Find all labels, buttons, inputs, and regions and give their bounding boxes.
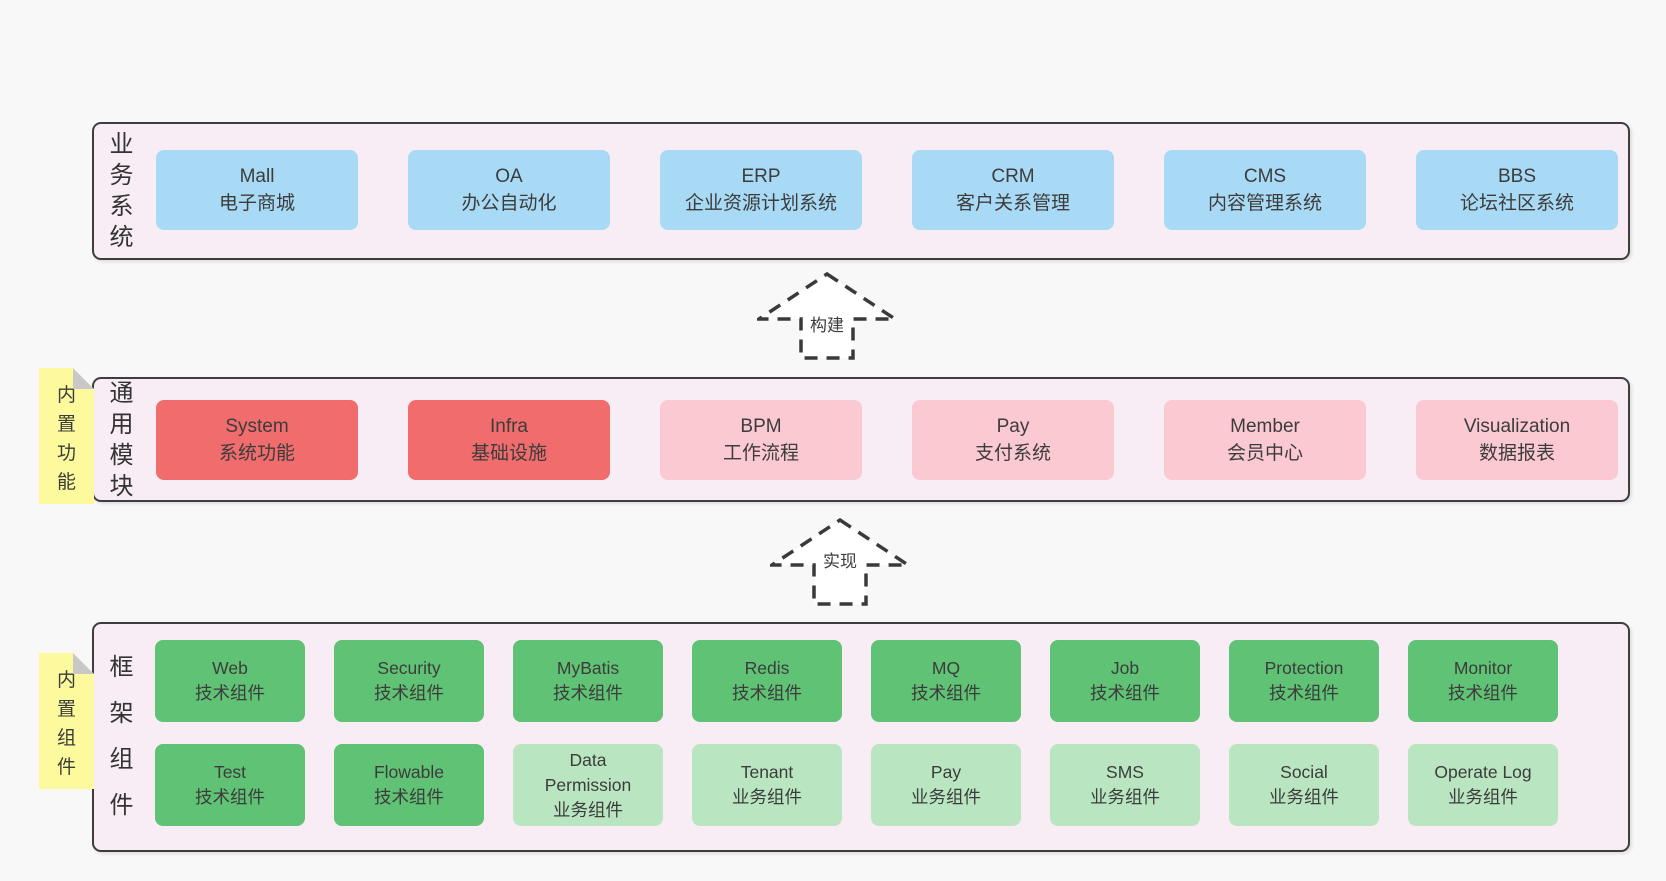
- band-framework-components: 框架组件 Web 技术组件 Security 技术组件 MyBatis 技术组件…: [92, 622, 1630, 852]
- box-sms: SMS 业务组件: [1050, 744, 1200, 826]
- arrow-build-label: 构建: [757, 315, 897, 337]
- band-common-modules-label: 通用模块: [109, 379, 134, 500]
- sticky-note-builtin-features: 内置功能: [39, 368, 94, 504]
- box-bpm: BPM 工作流程: [660, 400, 862, 480]
- sticky-fold-icon: [73, 368, 94, 389]
- box-pay-component: Pay 业务组件: [871, 744, 1021, 826]
- box-member: Member 会员中心: [1164, 400, 1366, 480]
- box-protection: Protection 技术组件: [1229, 640, 1379, 722]
- box-operate-log: Operate Log 业务组件: [1408, 744, 1558, 826]
- band-business-systems-label: 业务系统: [109, 131, 134, 251]
- arrow-implement-label: 实现: [770, 551, 910, 573]
- box-system: System 系统功能: [156, 400, 358, 480]
- box-pay-module: Pay 支付系统: [912, 400, 1114, 480]
- box-monitor: Monitor 技术组件: [1408, 640, 1558, 722]
- box-crm: CRM 客户关系管理: [912, 150, 1114, 230]
- box-test: Test 技术组件: [155, 744, 305, 826]
- box-bbs: BBS 论坛社区系统: [1416, 150, 1618, 230]
- box-data-permission: Data Permission 业务组件: [513, 744, 663, 826]
- box-mybatis: MyBatis 技术组件: [513, 640, 663, 722]
- box-flowable: Flowable 技术组件: [334, 744, 484, 826]
- box-job: Job 技术组件: [1050, 640, 1200, 722]
- box-mall: Mall 电子商城: [156, 150, 358, 230]
- box-oa: OA 办公自动化: [408, 150, 610, 230]
- box-security: Security 技术组件: [334, 640, 484, 722]
- box-mq: MQ 技术组件: [871, 640, 1021, 722]
- box-visualization: Visualization 数据报表: [1416, 400, 1618, 480]
- box-redis: Redis 技术组件: [692, 640, 842, 722]
- box-web: Web 技术组件: [155, 640, 305, 722]
- box-social: Social 业务组件: [1229, 744, 1379, 826]
- band-framework-components-label: 框架组件: [109, 654, 134, 819]
- box-erp: ERP 企业资源计划系统: [660, 150, 862, 230]
- sticky-fold-icon: [73, 653, 94, 674]
- box-cms: CMS 内容管理系统: [1164, 150, 1366, 230]
- band-common-modules: 通用模块 System 系统功能 Infra 基础设施 BPM 工作流程 Pay…: [92, 377, 1630, 502]
- sticky-note-builtin-components: 内置组件: [39, 653, 94, 789]
- box-infra: Infra 基础设施: [408, 400, 610, 480]
- band-business-systems: 业务系统 Mall 电子商城 OA 办公自动化 ERP 企业资源计划系统 CRM…: [92, 122, 1630, 260]
- box-tenant: Tenant 业务组件: [692, 744, 842, 826]
